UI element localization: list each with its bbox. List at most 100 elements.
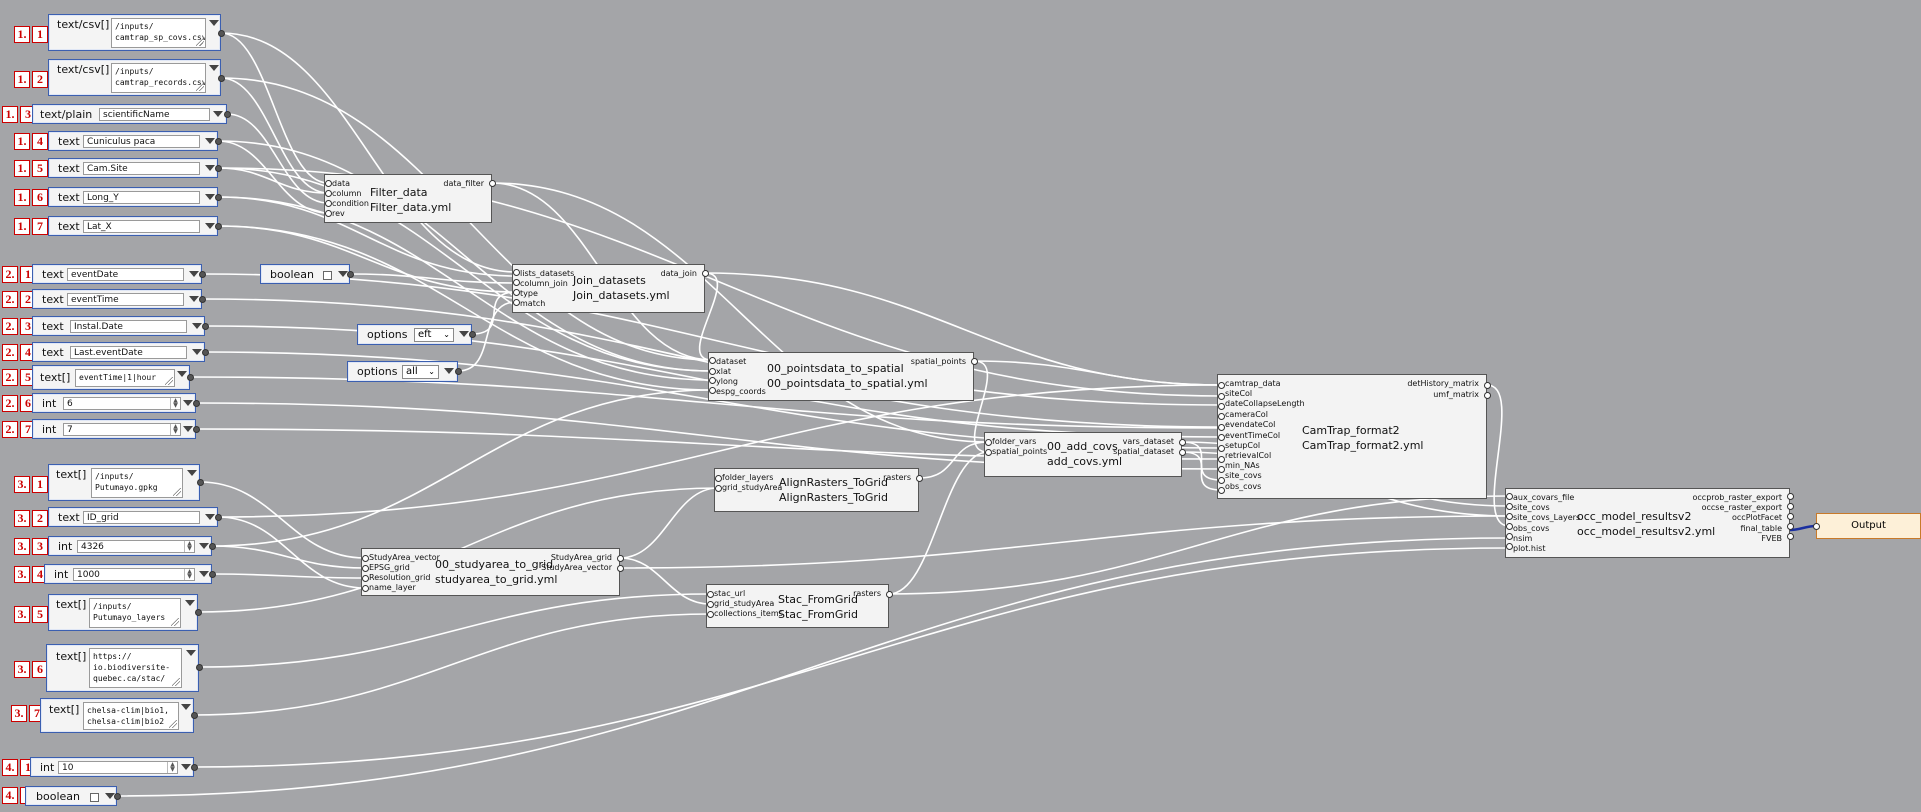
output-port[interactable] bbox=[202, 323, 209, 330]
connection-port[interactable] bbox=[513, 289, 520, 296]
connection-port[interactable] bbox=[1484, 392, 1491, 399]
connection-port[interactable] bbox=[513, 269, 520, 276]
boolean-node[interactable]: boolean bbox=[260, 264, 350, 284]
input-field[interactable]: Instal.Date bbox=[70, 320, 187, 333]
input-number[interactable]: 4326▲▼ bbox=[77, 540, 195, 553]
chevron-down-icon[interactable] bbox=[205, 165, 215, 171]
input-field[interactable]: ID_grid bbox=[83, 511, 200, 524]
connection-port[interactable] bbox=[1484, 382, 1491, 389]
chevron-down-icon[interactable] bbox=[205, 138, 215, 144]
connection-port[interactable] bbox=[709, 357, 716, 364]
spinner-icon[interactable]: ▲▼ bbox=[170, 398, 180, 409]
input-node-2-7[interactable]: int 7▲▼ bbox=[32, 419, 196, 439]
input-node-1-2[interactable]: text/csv[] /inputs/ camtrap_records.csv bbox=[48, 59, 221, 96]
connection-port[interactable] bbox=[1218, 393, 1225, 400]
input-node-1-4[interactable]: text Cuniculus paca bbox=[48, 131, 218, 151]
chevron-down-icon[interactable] bbox=[199, 571, 209, 577]
node-add-covs[interactable]: folder_vars spatial_points vars_dataset … bbox=[984, 432, 1182, 477]
boolean-checkbox[interactable] bbox=[323, 271, 332, 280]
input-field[interactable]: Cuniculus paca bbox=[83, 135, 200, 148]
spinner-icon[interactable]: ▲▼ bbox=[184, 569, 194, 580]
output-port[interactable] bbox=[209, 543, 216, 550]
connection-port[interactable] bbox=[1506, 523, 1513, 530]
input-textarea[interactable]: chelsa-clim|bio1, chelsa-clim|bio2 bbox=[83, 702, 179, 730]
connection-port[interactable] bbox=[886, 591, 893, 598]
connection-port[interactable] bbox=[489, 180, 496, 187]
input-node-1-3[interactable]: text/plain scientificName bbox=[32, 104, 227, 124]
connection-port[interactable] bbox=[1218, 403, 1225, 410]
chevron-down-icon[interactable] bbox=[177, 371, 187, 377]
chevron-down-icon[interactable] bbox=[189, 296, 199, 302]
connection-port[interactable] bbox=[617, 565, 624, 572]
connection-port[interactable] bbox=[362, 565, 369, 572]
connection-port[interactable] bbox=[1218, 424, 1225, 431]
output-port[interactable] bbox=[199, 271, 206, 278]
output-port[interactable] bbox=[191, 712, 198, 719]
connection-port[interactable] bbox=[1218, 477, 1225, 484]
chevron-down-icon[interactable] bbox=[187, 470, 197, 476]
connection-port[interactable] bbox=[707, 611, 714, 618]
input-node-2-4[interactable]: text Last.eventDate bbox=[32, 342, 205, 362]
node-alignrasters-togrid[interactable]: folder_layers grid_studyArea rasters Ali… bbox=[714, 468, 919, 512]
connection-port[interactable] bbox=[362, 575, 369, 582]
output-port[interactable] bbox=[218, 30, 225, 37]
output-port[interactable] bbox=[196, 664, 203, 671]
connection-port[interactable] bbox=[1506, 513, 1513, 520]
output-port[interactable] bbox=[187, 374, 194, 381]
input-textarea[interactable]: /inputs/ camtrap_sp_covs.csv bbox=[111, 18, 206, 48]
chevron-down-icon[interactable] bbox=[183, 400, 193, 406]
chevron-down-icon[interactable] bbox=[105, 793, 115, 799]
input-field[interactable]: eventDate bbox=[67, 268, 184, 281]
connection-port[interactable] bbox=[1787, 533, 1794, 540]
connection-port[interactable] bbox=[1787, 523, 1794, 530]
output-port[interactable] bbox=[193, 400, 200, 407]
connection-port[interactable] bbox=[1506, 503, 1513, 510]
input-node-3-5[interactable]: text[] /inputs/ Putumayo_layers bbox=[48, 594, 198, 631]
chevron-down-icon[interactable] bbox=[192, 323, 202, 329]
node-stac-fromgrid[interactable]: stac_url grid_studyArea collections_item… bbox=[706, 584, 889, 628]
input-node-2-1[interactable]: text eventDate bbox=[32, 264, 202, 284]
connection-port[interactable] bbox=[1218, 445, 1225, 452]
connection-port[interactable] bbox=[1813, 523, 1820, 530]
chevron-down-icon[interactable] bbox=[205, 223, 215, 229]
output-port[interactable] bbox=[202, 349, 209, 356]
node-pointsdata-to-spatial[interactable]: dataset xlat ylong espg_coords spatial_p… bbox=[708, 352, 974, 401]
input-node-3-1[interactable]: text[] /inputs/ Putumayo.gpkg bbox=[48, 464, 200, 501]
chevron-down-icon[interactable] bbox=[183, 426, 193, 432]
output-port[interactable] bbox=[215, 514, 222, 521]
options-node-match[interactable]: options all⌄ bbox=[347, 361, 458, 382]
connection-port[interactable] bbox=[1218, 466, 1225, 473]
input-textarea[interactable]: /inputs/ Putumayo_layers bbox=[89, 598, 181, 628]
output-port[interactable] bbox=[195, 609, 202, 616]
connection-port[interactable] bbox=[513, 299, 520, 306]
output-node[interactable]: Output bbox=[1816, 513, 1921, 539]
input-node-1-5[interactable]: text Cam.Site bbox=[48, 158, 218, 178]
connection-port[interactable] bbox=[1179, 449, 1186, 456]
input-field[interactable]: eventTime bbox=[67, 293, 184, 306]
node-filter-data[interactable]: data column condition rev data_filter Fi… bbox=[324, 174, 492, 223]
spinner-icon[interactable]: ▲▼ bbox=[167, 762, 177, 773]
chevron-down-icon[interactable] bbox=[205, 514, 215, 520]
spinner-icon[interactable]: ▲▼ bbox=[184, 541, 194, 552]
output-port[interactable] bbox=[469, 331, 476, 338]
connection-port[interactable] bbox=[707, 591, 714, 598]
output-port[interactable] bbox=[218, 75, 225, 82]
connection-port[interactable] bbox=[1506, 493, 1513, 500]
connection-port[interactable] bbox=[325, 200, 332, 207]
input-number[interactable]: 6▲▼ bbox=[63, 397, 181, 410]
chevron-down-icon[interactable] bbox=[209, 65, 219, 71]
connection-port[interactable] bbox=[1218, 456, 1225, 463]
node-occ-model-results[interactable]: aux_covars_file site_covs site_covs_Laye… bbox=[1505, 488, 1790, 558]
chevron-down-icon[interactable] bbox=[338, 271, 348, 277]
input-textarea[interactable]: /inputs/ camtrap_records.csv bbox=[111, 63, 206, 93]
input-node-1-7[interactable]: text Lat_X bbox=[48, 216, 218, 236]
options-select[interactable]: eft⌄ bbox=[414, 328, 454, 342]
input-textarea[interactable]: eventTime|1|hour bbox=[75, 369, 175, 387]
input-node-2-3[interactable]: text Instal.Date bbox=[32, 316, 205, 336]
connection-port[interactable] bbox=[1506, 533, 1513, 540]
output-port[interactable] bbox=[215, 138, 222, 145]
input-textarea[interactable]: https:// io.biodiversite- quebec.ca/stac… bbox=[89, 648, 182, 688]
chevron-down-icon[interactable] bbox=[205, 194, 215, 200]
input-number[interactable]: 1000▲▼ bbox=[73, 568, 195, 581]
options-select[interactable]: all⌄ bbox=[402, 365, 439, 379]
